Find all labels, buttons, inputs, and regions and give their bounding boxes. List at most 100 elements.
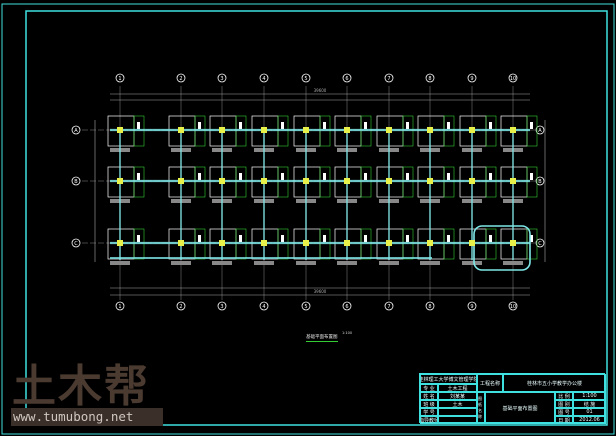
tb-class-label: 班 级 — [420, 400, 438, 408]
footing-label-tag — [254, 261, 274, 265]
axis-label: 5 — [304, 304, 307, 310]
footing-rebar-tag — [137, 235, 140, 242]
tb-r4b: 2012.06 — [573, 416, 606, 424]
axis-label: C — [74, 241, 78, 247]
column — [510, 127, 516, 133]
footing-rebar-tag — [323, 173, 326, 180]
column — [344, 178, 350, 184]
footing-rebar-tag — [364, 173, 367, 180]
axis-bubble — [467, 301, 477, 311]
column — [386, 178, 392, 184]
column — [386, 240, 392, 246]
footing-rebar-tag — [530, 235, 533, 242]
column — [178, 178, 184, 184]
column — [261, 240, 267, 246]
axis-bubble — [384, 73, 394, 83]
column — [303, 240, 309, 246]
axis-bubble — [176, 301, 186, 311]
footing-rebar-tag — [137, 122, 140, 129]
tb-r4a: 日 期 — [555, 416, 573, 424]
stair-beam — [473, 225, 531, 271]
axis-label: 1 — [118, 76, 121, 82]
axis-bubble — [425, 301, 435, 311]
column — [178, 240, 184, 246]
axis-label: 1 — [118, 304, 121, 310]
axis-label: A — [74, 128, 78, 134]
axis-bubble — [71, 176, 81, 186]
axis-bubble — [71, 125, 81, 135]
tb-school: 桂林理工大学博文管理学院 — [420, 374, 477, 384]
column — [469, 178, 475, 184]
drawing-scale: 1:100 — [342, 331, 353, 335]
tb-name-label: 姓 名 — [420, 392, 438, 400]
tb-project: 桂林市五小学教学办公楼 — [503, 374, 606, 392]
axis-bubble — [259, 301, 269, 311]
column — [117, 127, 123, 133]
footing-rebar-tag — [239, 235, 242, 242]
axis-bubble — [71, 238, 81, 248]
axis-label: B — [538, 179, 542, 185]
footing-rebar-tag — [281, 122, 284, 129]
footing-rebar-tag — [489, 122, 492, 129]
axis-label: B — [74, 179, 78, 185]
axis-bubble — [508, 73, 518, 83]
axis-label: 4 — [262, 304, 265, 310]
axis-label: 4 — [262, 76, 265, 82]
axis-label: 10 — [510, 76, 516, 82]
axis-label: 9 — [470, 76, 473, 82]
axis-label: 10 — [510, 304, 516, 310]
column — [427, 178, 433, 184]
footing-label-tag — [212, 261, 232, 265]
axis-label: 2 — [179, 304, 182, 310]
axis-bubble — [535, 238, 545, 248]
column — [386, 127, 392, 133]
axis-label: 5 — [304, 76, 307, 82]
inner-frame — [25, 10, 608, 426]
footing-rebar-tag — [323, 122, 326, 129]
footing-label-tag — [503, 261, 523, 265]
column — [178, 127, 184, 133]
outer-frame — [1, 3, 615, 435]
title-block: 桂林理工大学博文管理学院 专 业 土木工程 姓 名 刘某某 班 级 土木 学 号… — [419, 373, 606, 424]
footing-rebar-tag — [239, 122, 242, 129]
footing-rebar-tag — [323, 235, 326, 242]
footing-rebar-tag — [406, 122, 409, 129]
footing-rebar-tag — [530, 122, 533, 129]
axis-label: 3 — [220, 76, 223, 82]
column — [469, 240, 475, 246]
footing-rebar-tag — [489, 173, 492, 180]
tb-name: 刘某某 — [438, 392, 477, 400]
footing-rebar-tag — [447, 122, 450, 129]
watermark-url: www.tumubong.net — [11, 408, 163, 426]
footing-rebar-tag — [364, 122, 367, 129]
footing-label-tag — [110, 261, 130, 265]
footing-label-tag — [379, 261, 399, 265]
column — [219, 240, 225, 246]
tb-r1b: 1:100 — [573, 392, 606, 400]
axis-label: 8 — [428, 304, 431, 310]
footing-rebar-tag — [489, 235, 492, 242]
column — [427, 240, 433, 246]
footing-rebar-tag — [198, 235, 201, 242]
dimension-text: 39600 — [314, 88, 327, 93]
tb-r3a: 图 号 — [555, 408, 573, 416]
axis-label: 2 — [179, 76, 182, 82]
tb-r2b: 结 施 — [573, 400, 606, 408]
axis-label: 7 — [387, 76, 390, 82]
tb-r1a: 比 例 — [555, 392, 573, 400]
footing-rebar-tag — [406, 173, 409, 180]
axis-bubble — [384, 301, 394, 311]
tb-r3b: 01 — [573, 408, 606, 416]
axis-bubble — [301, 301, 311, 311]
tb-side-label: 图 纸 名 称 — [477, 392, 485, 424]
column — [510, 178, 516, 184]
footing-rebar-tag — [198, 173, 201, 180]
footing-rebar-tag — [137, 173, 140, 180]
column — [117, 178, 123, 184]
column — [427, 127, 433, 133]
footing-label-tag — [337, 261, 357, 265]
column — [344, 127, 350, 133]
footing-label-tag — [462, 261, 482, 265]
axis-bubble — [535, 176, 545, 186]
